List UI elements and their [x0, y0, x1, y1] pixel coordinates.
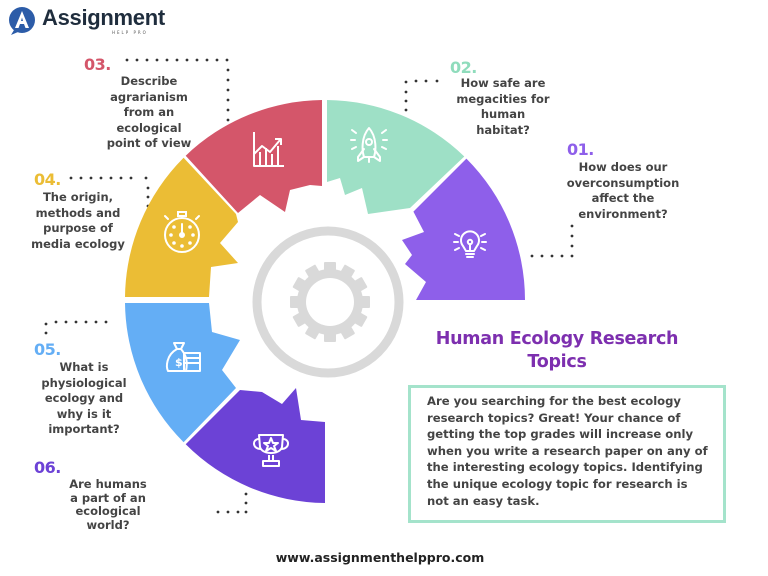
rocket-icon — [350, 127, 388, 163]
brand-name: Assignment — [42, 5, 165, 30]
svg-text:$: $ — [175, 356, 183, 369]
topic-04-number: 04. — [34, 170, 61, 189]
connector-01 — [530, 224, 574, 258]
topic-02-number: 02. — [450, 58, 477, 77]
page-title: Human Ecology Research Topics — [435, 329, 679, 372]
topic-01-number: 01. — [567, 140, 594, 159]
center-ring — [252, 226, 404, 378]
segment-02[interactable] — [327, 100, 465, 214]
website-url[interactable]: www.assignmenthelppro.com — [275, 550, 485, 565]
segment-05[interactable]: $ — [125, 303, 240, 443]
brand-subtitle: HELP PRO — [112, 30, 148, 35]
dotted-connectors — [44, 58, 574, 514]
a-letter-circle-icon — [9, 7, 35, 35]
connector-06 — [216, 492, 248, 514]
segment-04[interactable] — [125, 157, 238, 297]
trophy-icon — [253, 434, 289, 467]
brand-logo: Assignment HELP PRO — [8, 4, 165, 38]
segment-06[interactable] — [185, 388, 325, 503]
lightbulb-icon — [453, 230, 487, 258]
connector-03 — [125, 58, 230, 132]
topic-06-number: 06. — [34, 458, 61, 477]
stopwatch-icon — [164, 211, 200, 253]
connector-04 — [69, 176, 150, 208]
info-box: Are you searching for the best ecology r… — [408, 385, 726, 523]
growth-chart-icon — [253, 132, 284, 167]
segment-01[interactable] — [402, 158, 525, 300]
connector-05 — [44, 320, 108, 335]
connector-02 — [404, 79, 439, 121]
topic-03-number: 03. — [84, 55, 111, 74]
segment-03[interactable] — [185, 100, 322, 213]
gear-icon — [290, 262, 370, 342]
money-bag-icon: $ — [166, 342, 201, 372]
topic-05-number: 05. — [34, 340, 61, 359]
